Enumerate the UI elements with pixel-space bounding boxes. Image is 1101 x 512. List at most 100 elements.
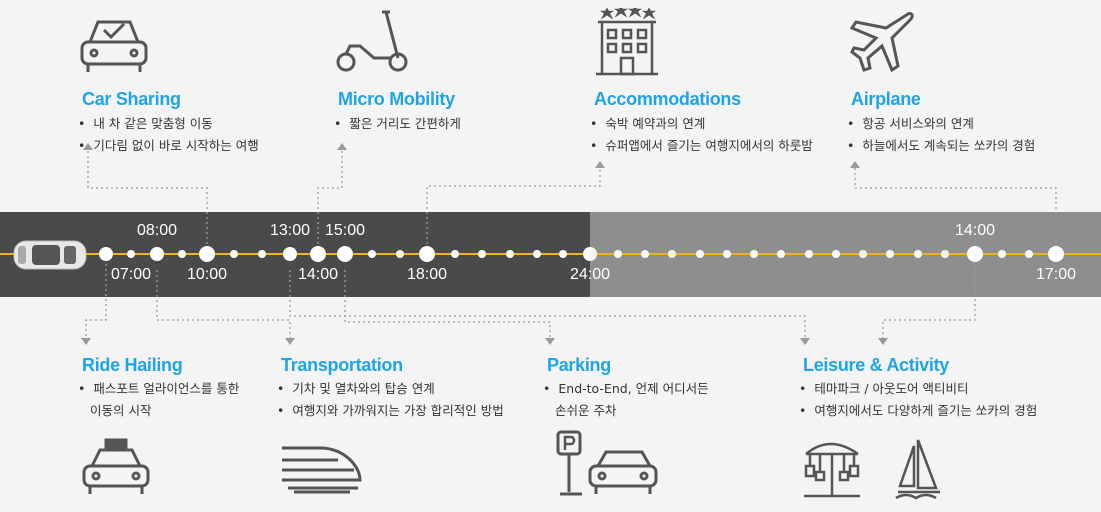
minor-dot (178, 250, 186, 258)
bullet: 패스포트 얼라이언스를 통한 (78, 378, 239, 400)
arrow (337, 143, 347, 150)
bullet: 내 차 같은 맞춤형 이동 (78, 113, 259, 135)
taxi-icon (82, 438, 150, 494)
connector-airplane (854, 168, 1057, 254)
micro-mobility-title: Micro Mobility (338, 89, 455, 109)
major-dots (99, 246, 1064, 262)
stop-1000 (199, 246, 215, 262)
minor-dot (127, 250, 135, 258)
transportation-bullets: 기차 및 열차와의 탑승 연계 여행지와 가까워지는 가장 합리적인 방법 (277, 378, 504, 422)
minor-dot (230, 250, 238, 258)
parking-icon (556, 430, 658, 496)
parking-title: Parking (547, 355, 611, 375)
minor-dot (506, 250, 514, 258)
stop-0700 (99, 247, 113, 261)
time-top-1: 08:00 (136, 222, 178, 239)
minor-dot (941, 250, 949, 258)
minor-dot (750, 250, 758, 258)
minor-dot (258, 250, 266, 258)
ride-hailing-bullets: 패스포트 얼라이언스를 통한 이동의 시작 (78, 378, 239, 422)
parking-bullets: End-to-End, 언제 어디서든 손쉬운 주차 (543, 378, 709, 422)
minor-dot (451, 250, 459, 258)
stop-1400 (310, 246, 326, 262)
ride-hailing-title: Ride Hailing (82, 355, 183, 375)
connectors (85, 150, 1057, 340)
transportation-title: Transportation (281, 355, 403, 375)
stop-1300 (283, 247, 297, 261)
connector-ride (85, 254, 107, 340)
bullet: 손쉬운 주차 (555, 403, 617, 418)
minor-dot (614, 250, 622, 258)
stop-1700 (1048, 246, 1064, 262)
arrow (800, 338, 810, 345)
minor-dot (478, 250, 486, 258)
minor-dot (723, 250, 731, 258)
leisure-bullets: 테마파크 / 아웃도어 액티비티 여행지에서도 다양하게 즐기는 쏘카의 경험 (799, 378, 1037, 422)
stop-2400 (583, 247, 597, 261)
connector-accom (426, 168, 601, 254)
arrow (850, 161, 860, 168)
airplane-bullets: 항공 서비스와의 연계 하늘에서도 계속되는 쏘카의 경험 (847, 113, 1035, 157)
connector-car-sharing (87, 150, 208, 254)
accommodations-title: Accommodations (594, 89, 741, 109)
minor-dot (696, 250, 704, 258)
bullet: 짧은 거리도 간편하게 (334, 113, 460, 135)
scooter-icon (336, 10, 408, 72)
car-sharing-title: Car Sharing (82, 89, 181, 109)
minor-dot (914, 250, 922, 258)
leisure-title: Leisure & Activity (803, 355, 949, 375)
arrow (595, 161, 605, 168)
stop-1400b (967, 246, 983, 262)
bullet: 이동의 시작 (90, 403, 152, 418)
car-icon (13, 240, 87, 270)
bullet: 테마파크 / 아웃도어 액티비티 (799, 378, 1037, 400)
minor-dot (641, 250, 649, 258)
stop-0800 (150, 247, 164, 261)
minor-dot (533, 250, 541, 258)
car-sharing-bullets: 내 차 같은 맞춤형 이동 기다림 없이 바로 시작하는 여행 (78, 113, 259, 157)
minor-dot (859, 250, 867, 258)
minor-dot (805, 250, 813, 258)
minor-dot (668, 250, 676, 258)
arrow (545, 338, 555, 345)
bullet: 슈퍼앱에서 즐기는 여행지에서의 하룻밤 (590, 135, 812, 157)
minor-dot (886, 250, 894, 258)
time-bottom-5: 24:00 (569, 266, 611, 283)
airplane-title: Airplane (851, 89, 921, 109)
bullet: 하늘에서도 계속되는 쏘카의 경험 (847, 135, 1035, 157)
time-top-3: 15:00 (324, 222, 366, 239)
bullet: 여행지에서도 다양하게 즐기는 쏘카의 경험 (799, 400, 1037, 422)
minor-dot (368, 250, 376, 258)
car-check-icon (80, 20, 148, 72)
accommodations-bullets: 숙박 예약과의 연계 슈퍼앱에서 즐기는 여행지에서의 하룻밤 (590, 113, 813, 157)
carousel-sailboat-icon (804, 439, 940, 500)
connector-leisure (882, 254, 976, 340)
bullet: 기차 및 열차와의 탑승 연계 (277, 378, 504, 400)
time-bottom-6: 17:00 (1035, 266, 1077, 283)
time-bottom-4: 18:00 (406, 266, 448, 283)
bullet: 항공 서비스와의 연계 (847, 113, 1035, 135)
stop-1500 (337, 246, 353, 262)
train-icon (282, 446, 362, 494)
arrow (81, 338, 91, 345)
minor-dot (559, 250, 567, 258)
time-bottom-1: 07:00 (110, 266, 152, 283)
time-top-4: 14:00 (954, 222, 996, 239)
micro-mobility-bullets: 짧은 거리도 간편하게 (334, 113, 460, 135)
stop-1800 (419, 246, 435, 262)
airplane-icon (850, 12, 914, 72)
hotel-icon (596, 8, 658, 76)
time-bottom-2: 10:00 (186, 266, 228, 283)
bullet: 기다림 없이 바로 시작하는 여행 (78, 135, 258, 157)
time-bottom-3: 14:00 (297, 266, 339, 283)
bullet: End-to-End, 언제 어디서든 (543, 378, 708, 400)
minor-dot (1025, 250, 1033, 258)
minor-dot (998, 250, 1006, 258)
connector-parking (344, 270, 551, 340)
minor-dot (777, 250, 785, 258)
bullet: 숙박 예약과의 연계 (590, 113, 813, 135)
arrow (285, 338, 295, 345)
minor-dots (127, 250, 1033, 258)
